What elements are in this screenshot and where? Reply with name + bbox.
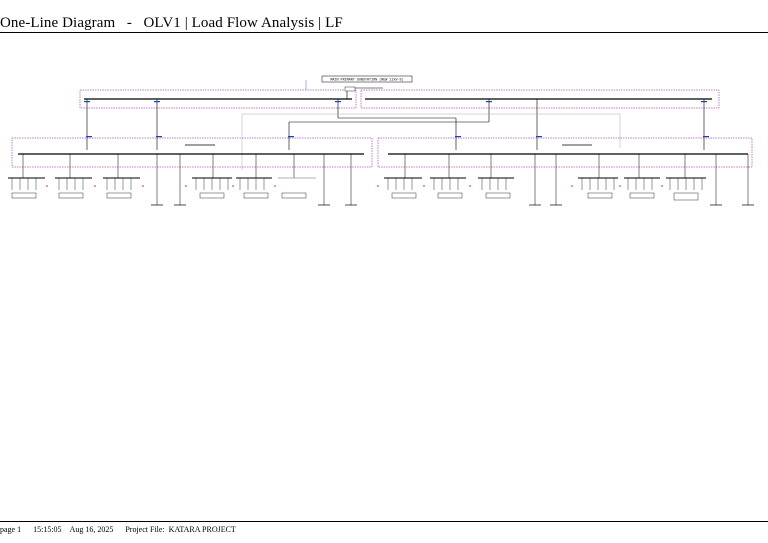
top-panel-left [79,89,357,109]
footer-date: Aug 16, 2025 [69,525,114,534]
source-label: MAIN PRIMARY SUBSTATION (NEW 11kV-S) [330,78,403,83]
footer-divider [0,521,768,522]
lower-panel-right [377,137,753,168]
footer-page: page 1 [0,525,22,534]
header-divider [0,32,768,33]
footer-time: 15:15:05 [33,525,62,534]
page-title: One-Line Diagram - OLV1 | Load Flow Anal… [0,15,343,31]
one-line-diagram[interactable]: MAIN PRIMARY SUBSTATION (NEW 11kV-S) [0,70,768,220]
footer-project: Project File: KATARA PROJECT [125,525,236,534]
lower-panel-left [11,137,373,168]
footer: page 1 15:15:05 Aug 16, 2025 Project Fil… [0,525,236,534]
top-panel-right [360,89,720,109]
source-box [321,75,413,83]
